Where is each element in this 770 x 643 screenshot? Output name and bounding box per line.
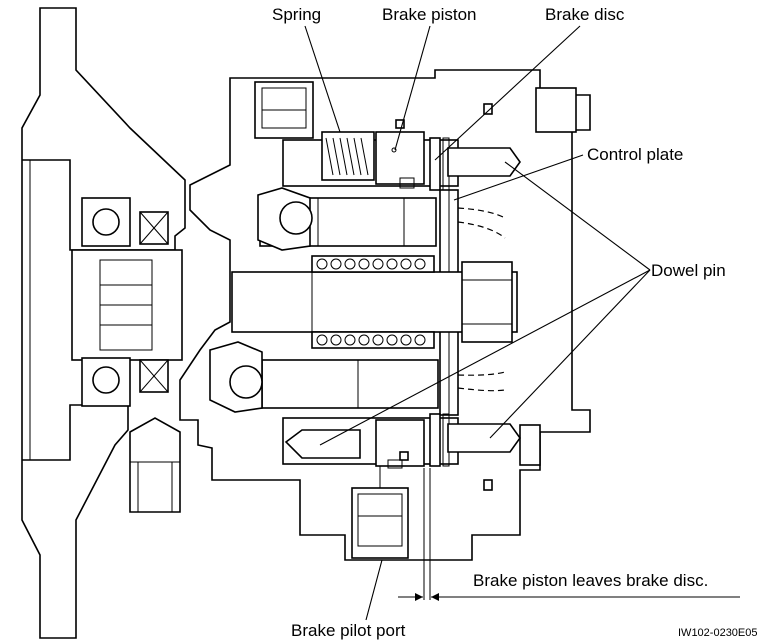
leader-lines: [304, 25, 651, 621]
cylinder-piston-upper: [257, 187, 437, 251]
left-bearings: [81, 197, 169, 407]
label-control-plate: Control plate: [587, 145, 683, 164]
dowel-pin-bottom: [447, 423, 521, 453]
oil-passages: [457, 207, 506, 392]
cylinder-piston-lower: [209, 341, 439, 413]
brake-disc-top: [429, 137, 441, 191]
label-brake-piston: Brake piston: [382, 5, 477, 24]
label-brake-piston-leaves: Brake piston leaves brake disc.: [473, 571, 708, 590]
label-dowel-pin: Dowel pin: [651, 261, 726, 280]
clearance-indicator: [398, 468, 740, 601]
center-spring-coils: [311, 255, 435, 349]
spring-coils-top: [325, 137, 369, 176]
top-port-block: [254, 81, 314, 139]
o-rings: [395, 103, 493, 491]
mounting-flange: [21, 7, 186, 639]
brake-pilot-port: [351, 466, 409, 559]
dowel-pin-top: [447, 147, 521, 177]
label-brake-disc: Brake disc: [545, 5, 625, 24]
label-spring: Spring: [272, 5, 321, 24]
brake-chamber-bottom: [282, 413, 459, 469]
callout-labels: Spring Brake piston Brake disc Control p…: [272, 5, 758, 640]
right-cover-boss: [519, 87, 577, 466]
brake-disc-bottom: [429, 413, 441, 467]
brake-chamber-top: [282, 131, 459, 191]
shaft-hub: [71, 249, 183, 361]
main-shaft: [231, 261, 518, 343]
label-brake-pilot-port: Brake pilot port: [291, 621, 406, 640]
figure-code: IW102-0230E05: [678, 627, 758, 639]
brake-piston-top: [375, 131, 425, 185]
drain-plug: [129, 417, 181, 513]
